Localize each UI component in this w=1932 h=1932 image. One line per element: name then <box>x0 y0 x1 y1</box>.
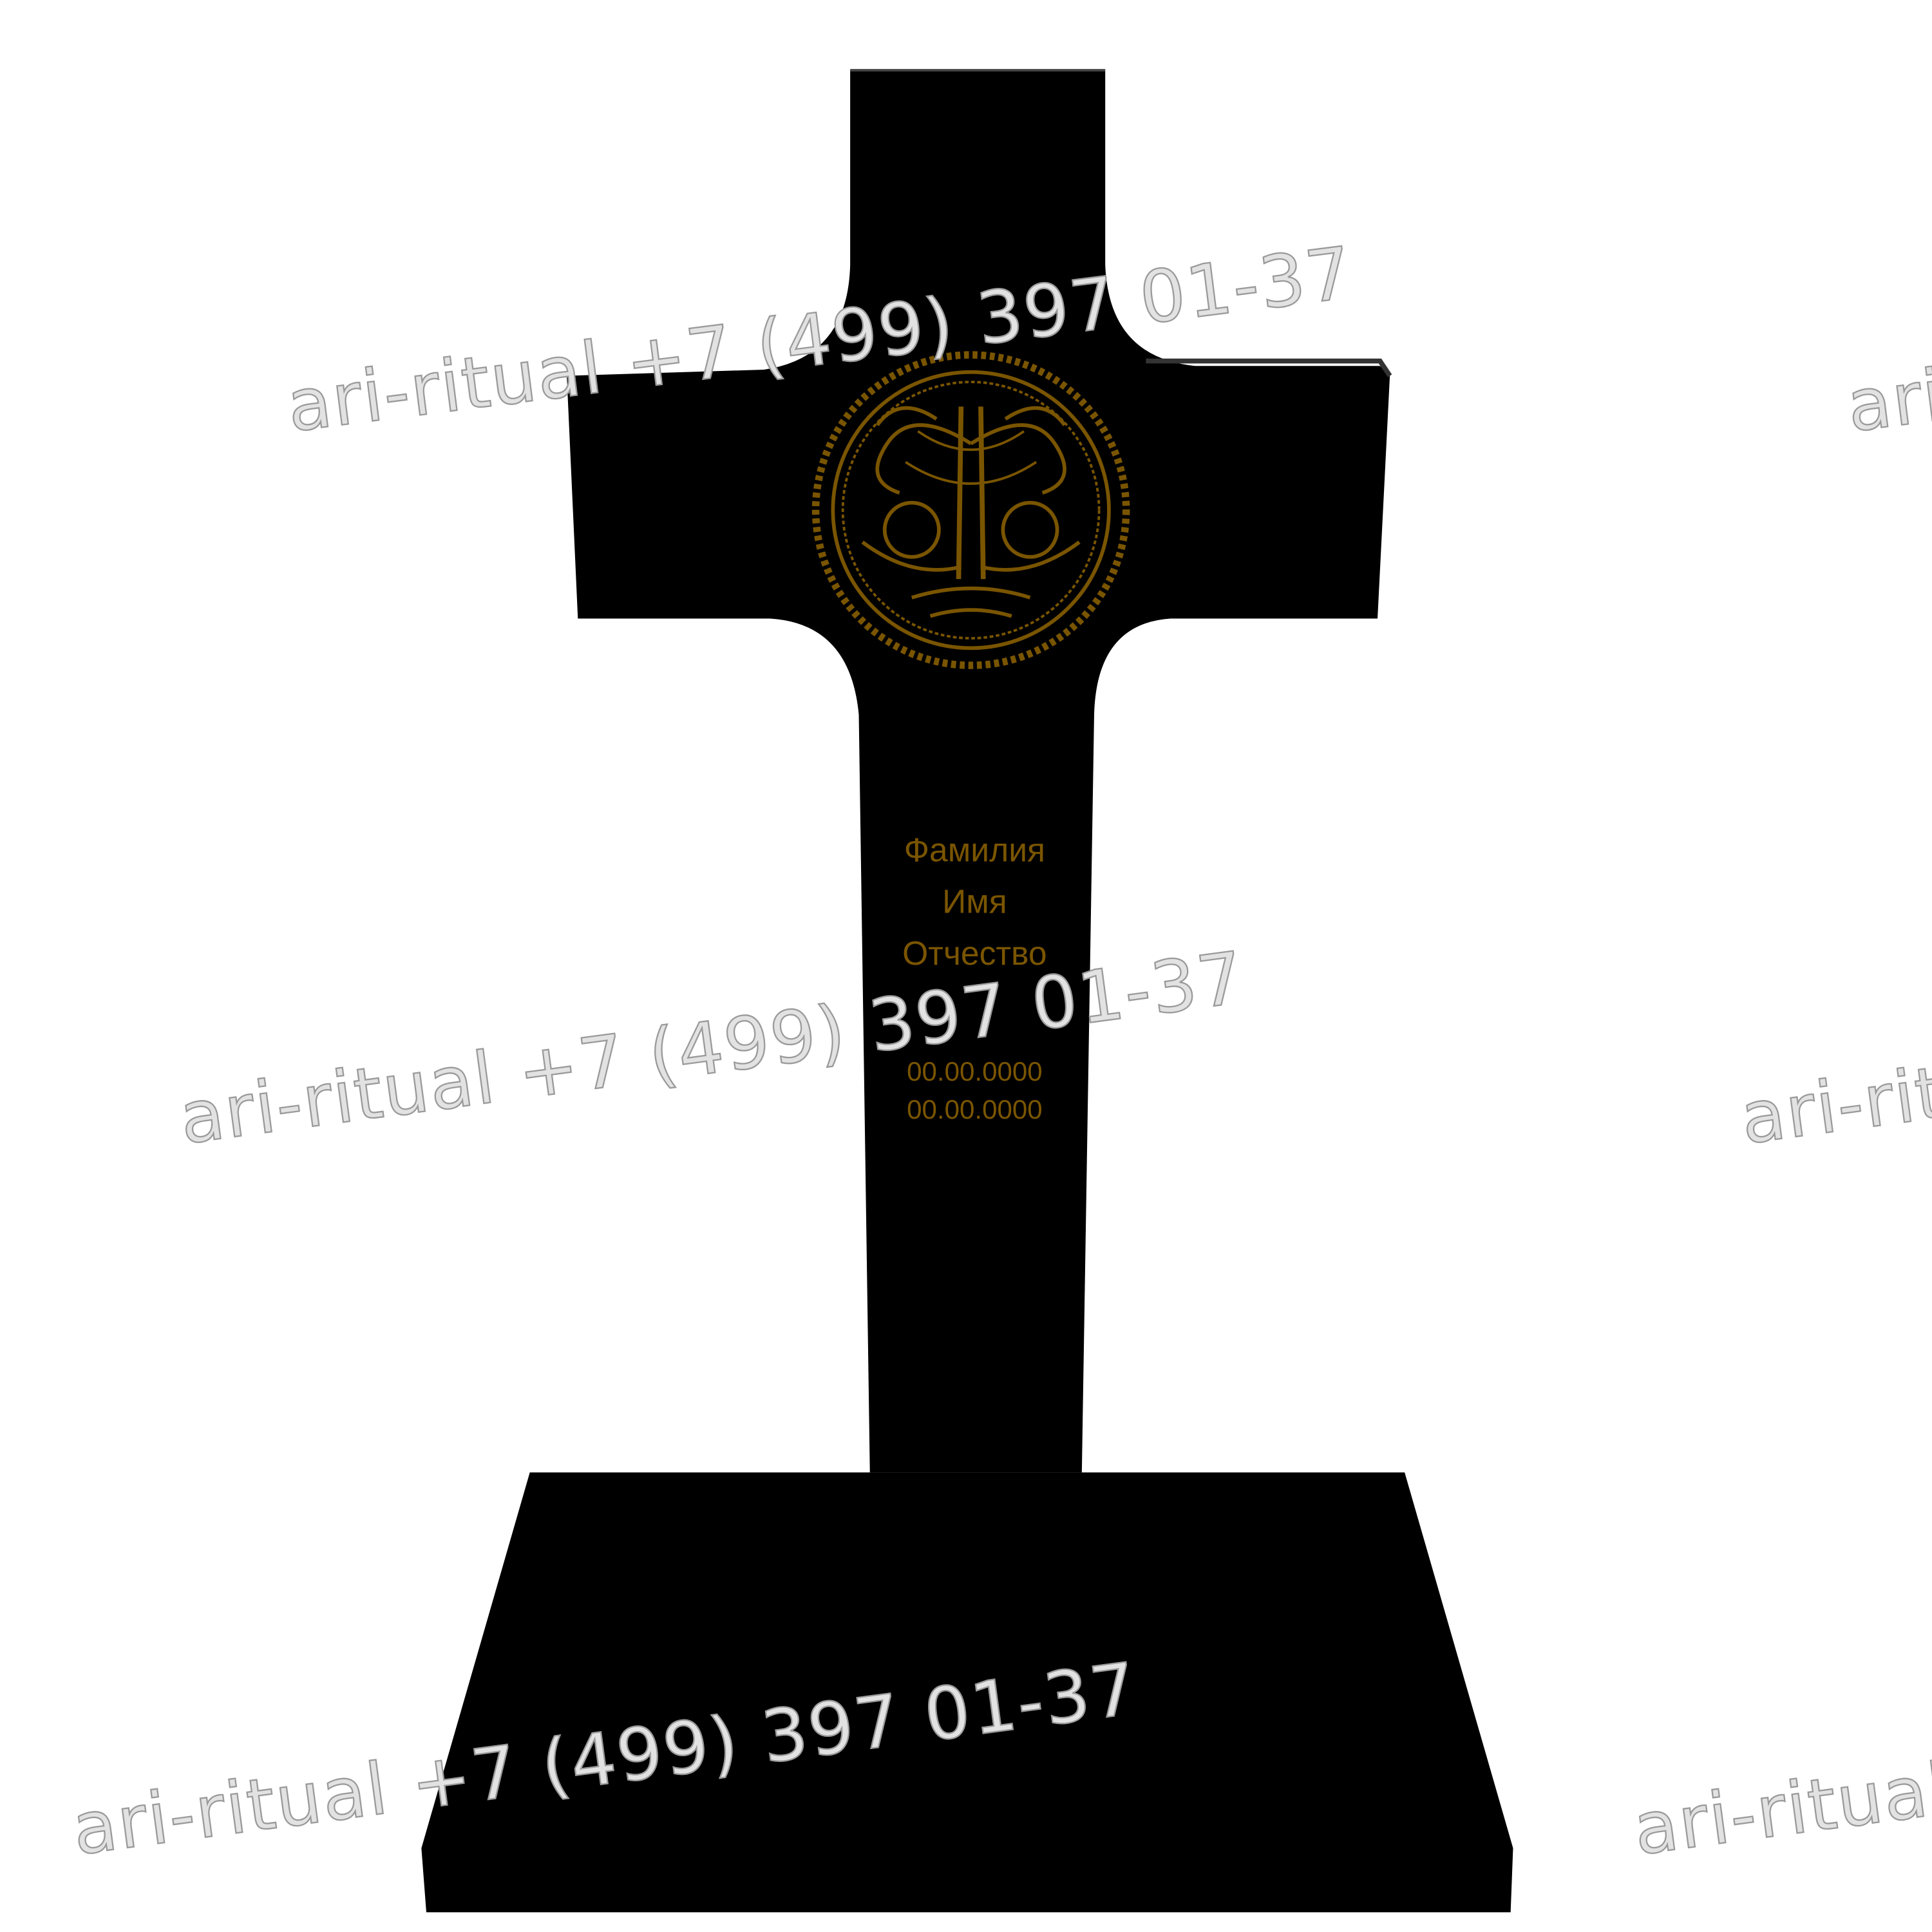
tree-of-life-icon <box>811 351 1130 669</box>
patronymic-text: Отчество <box>902 934 1047 972</box>
name-text: Имя <box>942 883 1007 920</box>
cross-arm-edge <box>1146 358 1392 377</box>
watermark: ari-ritual +7 (499) 397 01-37 <box>1842 232 1932 449</box>
birth-date-text: 00.00.0000 <box>907 1056 1043 1086</box>
death-date-text: 00.00.0000 <box>907 1094 1043 1124</box>
surname-text: Фамилия <box>904 831 1045 868</box>
watermark: ari-ritual +7 (499) 397 01-37 <box>1629 1647 1932 1871</box>
watermark: ari-ritual +7 (499) 397 01-37 <box>1736 936 1932 1160</box>
cross-body <box>567 70 1390 1473</box>
pedestal <box>421 1472 1513 1913</box>
